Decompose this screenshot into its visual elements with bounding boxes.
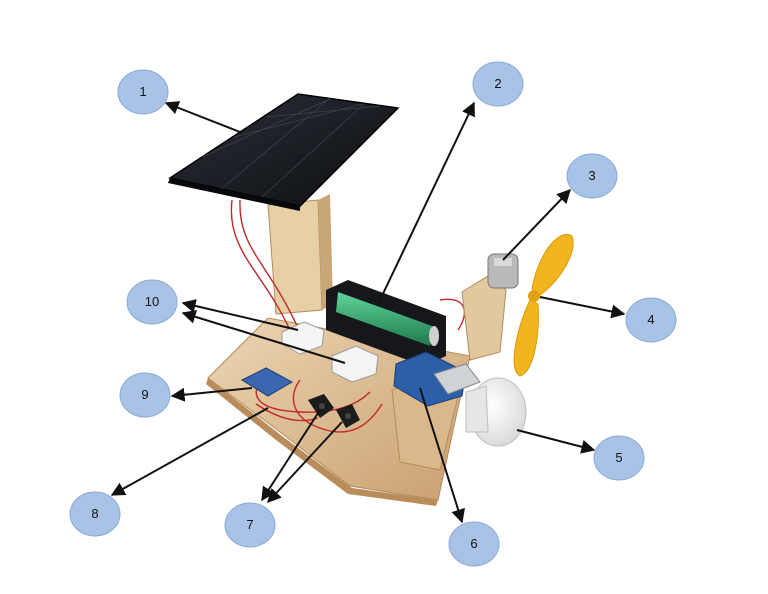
callout-7: 7 xyxy=(224,502,276,548)
svg-text:7: 7 xyxy=(246,517,253,532)
svg-text:10: 10 xyxy=(145,294,159,309)
callout-1: 1 xyxy=(117,69,169,115)
arrow-6 xyxy=(419,387,465,524)
switches xyxy=(308,394,360,428)
callout-5: 5 xyxy=(593,435,645,481)
svg-text:1: 1 xyxy=(139,84,146,99)
svg-text:5: 5 xyxy=(615,450,622,465)
arrow-10a xyxy=(181,299,299,331)
panel-pillar xyxy=(267,199,323,315)
callout-2: 2 xyxy=(472,61,524,107)
terminal-blocks xyxy=(281,321,379,383)
motor-assembly xyxy=(461,253,519,361)
callout-4: 4 xyxy=(625,297,677,343)
fan xyxy=(513,233,574,377)
device-illustration xyxy=(168,93,574,506)
arrow-3 xyxy=(502,188,571,261)
callout-8: 8 xyxy=(69,491,121,537)
battery xyxy=(326,280,446,366)
svg-text:4: 4 xyxy=(647,312,654,327)
solar-panel xyxy=(168,93,400,211)
arrows xyxy=(110,101,626,524)
callouts: 1 2 3 4 5 6 7 8 xyxy=(69,61,677,567)
charge-module xyxy=(240,367,294,397)
svg-text:2: 2 xyxy=(494,76,501,91)
led-bulb xyxy=(465,377,527,447)
svg-text:9: 9 xyxy=(141,387,148,402)
arrow-4 xyxy=(539,296,626,319)
booster-module xyxy=(393,351,481,407)
arrow-7a xyxy=(261,409,321,502)
callout-6: 6 xyxy=(448,521,500,567)
callout-10: 10 xyxy=(126,279,178,325)
callout-9: 9 xyxy=(119,372,171,418)
arrow-2 xyxy=(379,101,475,301)
arrow-1 xyxy=(164,101,241,133)
svg-text:3: 3 xyxy=(588,168,595,183)
arrow-5 xyxy=(516,429,596,454)
arrow-8 xyxy=(110,407,269,496)
callout-3: 3 xyxy=(566,153,618,199)
svg-text:8: 8 xyxy=(91,506,98,521)
arrow-7b xyxy=(267,421,343,504)
wires xyxy=(230,199,466,433)
svg-text:6: 6 xyxy=(470,536,477,551)
arrow-10b xyxy=(181,310,346,364)
arrow-9 xyxy=(170,387,253,402)
